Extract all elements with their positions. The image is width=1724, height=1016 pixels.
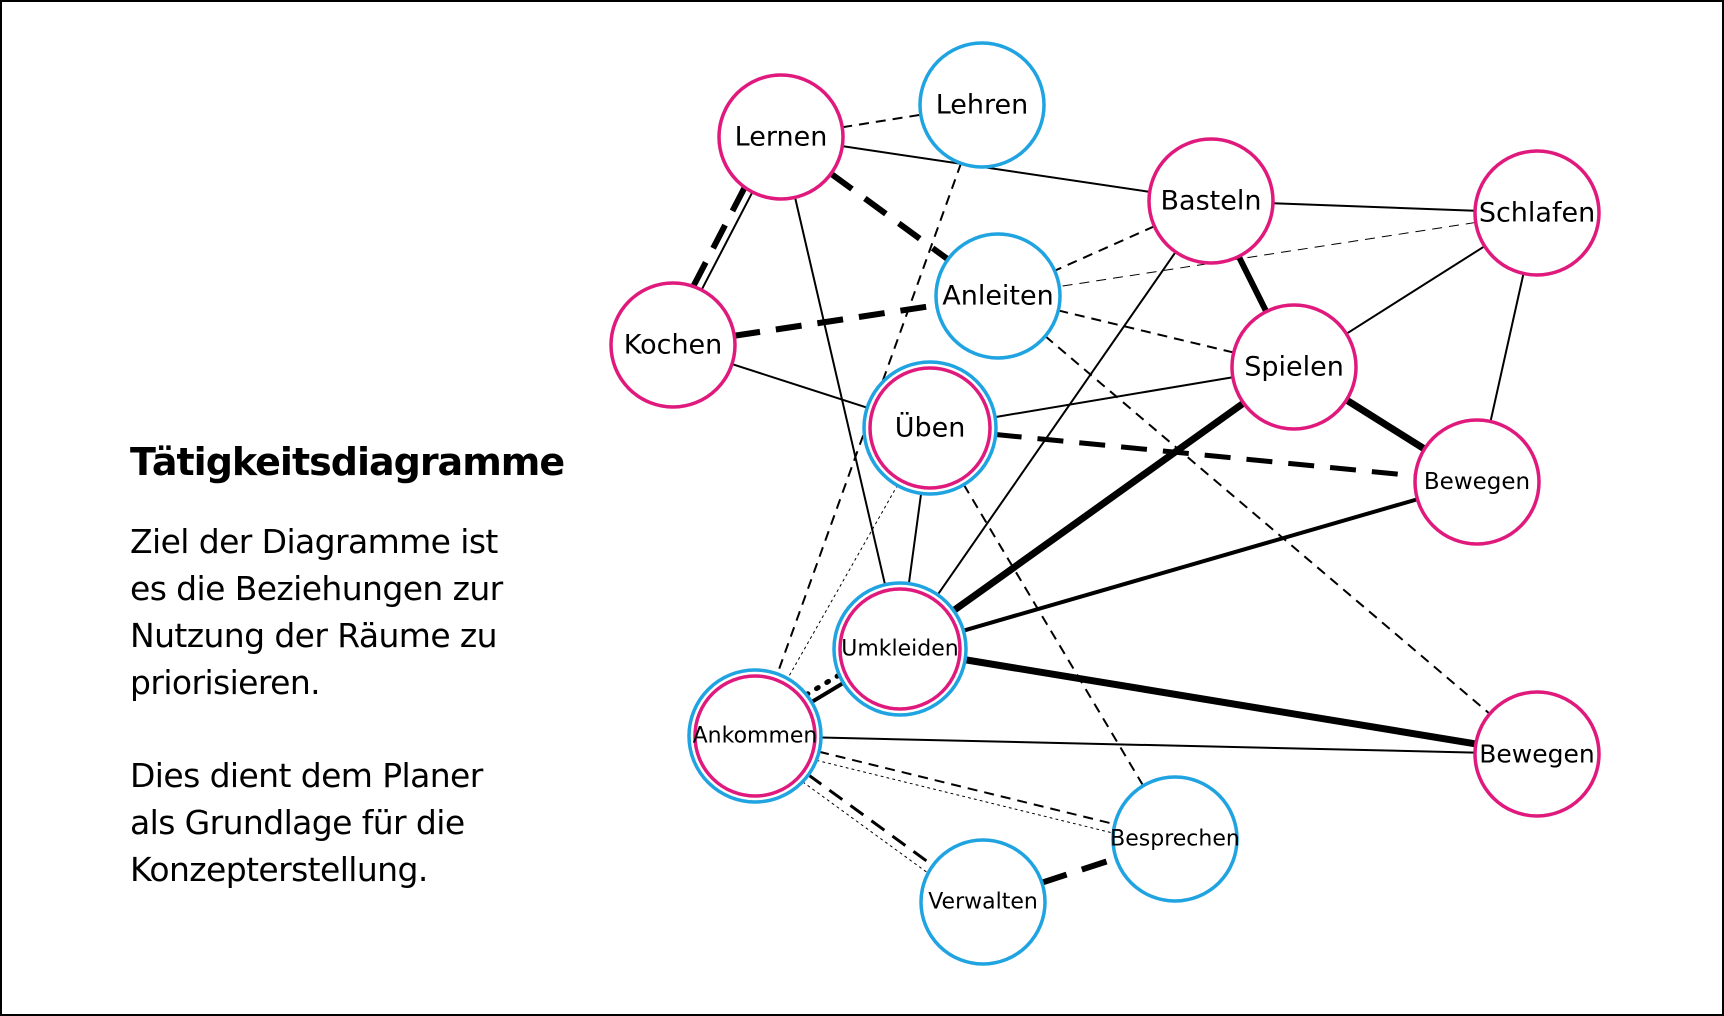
- edge-spielen-ueben: [994, 376, 1234, 419]
- edge-ankommen-bewegen2: [820, 736, 1476, 754]
- edge-lernen-kochen: [690, 186, 748, 288]
- edge-ueben-bewegen1: [995, 431, 1416, 479]
- node-basteln: Basteln: [1147, 137, 1275, 265]
- edge-basteln-spielen: [1236, 255, 1269, 313]
- edge-schlafen-spielen: [1345, 245, 1486, 335]
- node-ring: [1230, 303, 1358, 431]
- node-ring: [832, 581, 968, 717]
- edge-basteln-umkleiden: [936, 251, 1177, 596]
- edge-verwalten-besprechen: [1040, 855, 1118, 886]
- edge-basteln-schlafen: [1272, 202, 1476, 212]
- edge-ueben-ankommen: [787, 484, 898, 680]
- node-schlafen: Schlafen: [1473, 149, 1601, 277]
- edge-spielen-umkleiden: [951, 400, 1246, 614]
- edge-spielen-bewegen1: [1344, 397, 1427, 452]
- node-label: Spielen: [1244, 352, 1344, 383]
- node-ring: [1473, 690, 1601, 818]
- edge-basteln-anleiten: [1054, 225, 1155, 272]
- node-kochen: Kochen: [609, 281, 737, 409]
- node-ring-inner: [693, 674, 817, 798]
- node-ring: [919, 838, 1047, 966]
- node-label: Üben: [895, 412, 966, 444]
- node-label: Lehren: [936, 90, 1029, 121]
- edge-kochen-anleiten: [733, 302, 938, 339]
- node-anleiten: Anleiten: [934, 232, 1062, 360]
- node-label: Anleiten: [942, 281, 1054, 312]
- description-paragraph-1: Ziel der Diagramme ist es die Beziehunge…: [130, 522, 503, 702]
- node-ring: [1147, 137, 1275, 265]
- node-ring: [1473, 149, 1601, 277]
- node-label: Verwalten: [928, 890, 1038, 915]
- node-ring: [687, 668, 823, 804]
- node-label: Ankommen: [693, 724, 818, 749]
- edge-kochen-ueben: [731, 363, 868, 409]
- node-ring-inner: [838, 587, 962, 711]
- edge-ueben-besprechen: [962, 484, 1145, 787]
- node-ring: [918, 41, 1046, 169]
- edge-bewegen1-umkleiden: [962, 497, 1419, 633]
- node-ankommen: Ankommen: [687, 668, 823, 804]
- node-verwalten: Verwalten: [919, 838, 1047, 966]
- node-ueben: Üben: [862, 360, 998, 496]
- diagram-edges: [690, 113, 1525, 886]
- node-ring: [934, 232, 1062, 360]
- edge-lehren-ankommen: [776, 163, 962, 675]
- node-label: Lernen: [735, 122, 828, 153]
- node-lehren: Lehren: [918, 41, 1046, 169]
- node-bewegen2: Bewegen: [1473, 690, 1601, 818]
- node-umkleiden: Umkleiden: [832, 581, 968, 717]
- text-block: Tätigkeitsdiagramme Ziel der Diagramme i…: [130, 440, 600, 939]
- description-paragraph-2: Dies dient dem Planer als Grundlage für …: [130, 756, 483, 889]
- edge-ankommen-besprechen: [816, 759, 1114, 834]
- node-ring: [1111, 775, 1239, 903]
- node-label: Bewegen: [1479, 740, 1594, 769]
- node-bewegen1: Bewegen: [1413, 418, 1541, 546]
- node-label: Kochen: [624, 330, 723, 361]
- node-label: Besprechen: [1110, 827, 1240, 852]
- edge-anleiten-spielen: [1058, 309, 1234, 354]
- edge-anleiten-bewegen2: [1044, 335, 1491, 715]
- edge-lernen-umkleiden: [794, 197, 887, 585]
- node-lernen: Lernen: [717, 73, 845, 201]
- edge-lernen-lehren: [842, 113, 921, 129]
- node-label: Schlafen: [1479, 198, 1595, 229]
- edge-ueben-umkleiden: [907, 493, 923, 584]
- edge-lernen-kochen: [700, 191, 754, 291]
- node-spielen: Spielen: [1230, 303, 1358, 431]
- node-ring: [1413, 418, 1541, 546]
- edge-ankommen-verwalten: [802, 781, 929, 874]
- node-ring-inner: [868, 366, 992, 490]
- node-besprechen: Besprechen: [1110, 775, 1240, 903]
- node-label: Bewegen: [1424, 469, 1530, 495]
- node-label: Basteln: [1161, 186, 1262, 217]
- edge-umkleiden-ankommen: [810, 681, 845, 704]
- node-label: Umkleiden: [841, 637, 958, 662]
- page-title: Tätigkeitsdiagramme: [130, 440, 565, 484]
- edge-ankommen-verwalten: [807, 773, 934, 867]
- edge-schlafen-anleiten: [1059, 221, 1476, 288]
- node-ring: [717, 73, 845, 201]
- node-ring: [862, 360, 998, 496]
- edge-lernen-anleiten: [829, 171, 950, 262]
- edge-lernen-basteln: [842, 145, 1150, 193]
- edge-schlafen-bewegen1: [1489, 273, 1525, 422]
- edge-umkleiden-ankommen: [804, 672, 842, 697]
- node-ring: [609, 281, 737, 409]
- edge-umkleiden-bewegen2: [964, 656, 1477, 748]
